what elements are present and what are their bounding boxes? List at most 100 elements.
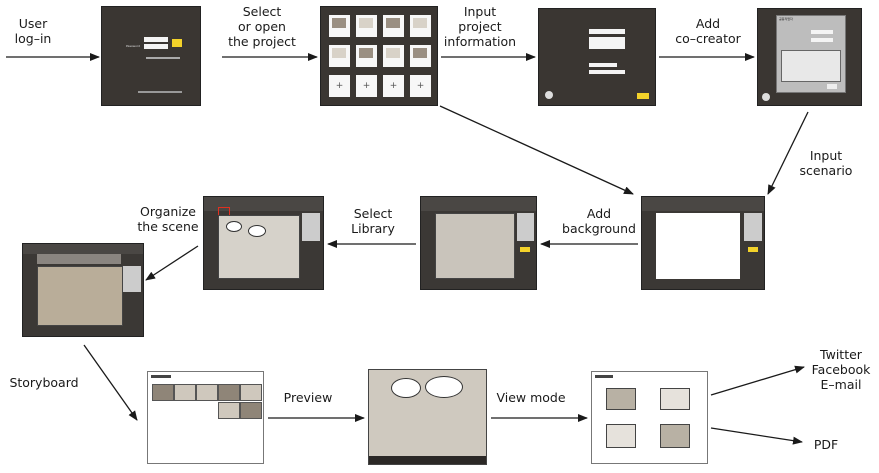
view-thumbnail[interactable] <box>606 388 636 410</box>
people-icon <box>762 93 770 101</box>
arranged-scene-canvas <box>37 266 123 326</box>
arrow-viewmode-to-share <box>710 365 805 396</box>
arrow-project-select-to-editor <box>439 105 634 195</box>
label-input-scenario: Input scenario <box>799 148 853 178</box>
view-mode-screen <box>591 371 708 464</box>
project-tile[interactable] <box>329 45 350 67</box>
arrow-organize-to-storyboard <box>83 344 138 421</box>
project-info-screen <box>538 8 656 106</box>
label-organize-scene: Organize the scene <box>137 204 199 234</box>
editor-accent-button[interactable] <box>748 247 758 252</box>
caption-bar <box>369 456 486 464</box>
project-select-screen: + + + + <box>320 6 438 106</box>
editor-side-panel <box>123 266 141 292</box>
editor-toolbar <box>23 244 143 254</box>
storyboard-frame[interactable] <box>218 402 240 419</box>
cocreator-dialog-title: 공동작업자 <box>779 17 793 21</box>
storyboard-screen <box>147 371 264 464</box>
project-tile[interactable] <box>356 15 377 37</box>
login-screen: Password <box>101 6 201 106</box>
editor-toolbar <box>642 197 764 211</box>
view-thumbnail[interactable] <box>660 424 690 448</box>
editor-toolbar <box>204 197 323 211</box>
editor-accent-button[interactable] <box>520 247 530 252</box>
cocreator-email-field[interactable] <box>811 38 833 42</box>
arrow-library-to-organize <box>145 245 199 281</box>
label-add-background: Add background <box>562 206 636 236</box>
login-button[interactable] <box>172 39 182 47</box>
project-tile[interactable] <box>356 45 377 67</box>
view-mode-title <box>595 375 613 378</box>
label-view-mode: View mode <box>496 390 566 405</box>
hospital-room-background <box>435 213 515 279</box>
project-desc-field[interactable] <box>589 37 625 49</box>
project-tile[interactable] <box>410 15 431 37</box>
storyboard-frame[interactable] <box>152 384 174 401</box>
label-add-cocreator: Add co–creator <box>675 16 741 46</box>
cocreator-name-field[interactable] <box>811 30 833 34</box>
editor-side-panel <box>744 213 762 241</box>
arrow-cocreator-to-scenario <box>767 111 809 195</box>
preview-screen <box>368 369 487 465</box>
project-thumbnail <box>332 48 346 58</box>
editor-canvas <box>656 213 740 279</box>
cocreator-ok-button[interactable] <box>827 84 837 89</box>
new-project-tile[interactable]: + <box>383 75 404 97</box>
storyboard-frame[interactable] <box>240 384 262 401</box>
arrow-viewmode-to-pdf <box>710 427 803 445</box>
organize-scene-screen <box>22 243 144 337</box>
project-tile[interactable] <box>410 45 431 67</box>
project-thumbnail <box>386 18 400 28</box>
project-tile[interactable] <box>383 45 404 67</box>
project-title-field[interactable] <box>589 29 625 34</box>
storyboard-title <box>151 375 171 378</box>
label-select-open-project: Select or open the project <box>228 4 296 49</box>
editor-side-panel <box>302 213 320 241</box>
project-thumbnail <box>413 48 427 58</box>
storyboard-frame[interactable] <box>196 384 218 401</box>
view-thumbnail[interactable] <box>606 424 636 448</box>
cocreator-dialog: 공동작업자 <box>776 15 846 93</box>
label-user-login: User log–in <box>14 16 52 46</box>
label-select-library: Select Library <box>351 206 395 236</box>
new-project-tile[interactable]: + <box>410 75 431 97</box>
editor-side-panel <box>517 213 534 241</box>
people-icon <box>545 91 553 99</box>
label-share-targets: Twitter Facebook E–mail <box>811 347 871 392</box>
project-thumbnail <box>332 18 346 28</box>
storyboard-frame[interactable] <box>218 384 240 401</box>
speech-bubble <box>226 221 242 232</box>
project-tag-field[interactable] <box>589 70 625 74</box>
scenario-editor-screen <box>641 196 765 290</box>
speech-bubble <box>248 225 266 237</box>
library-thumbnail-strip <box>37 254 121 264</box>
storyboard-frame[interactable] <box>240 402 262 419</box>
storyboard-frame[interactable] <box>174 384 196 401</box>
label-storyboard: Storyboard <box>9 375 79 390</box>
library-editor-screen <box>203 196 324 290</box>
editor-toolbar <box>421 197 536 211</box>
project-tile[interactable] <box>329 15 350 37</box>
speech-bubble <box>391 378 421 398</box>
new-project-tile[interactable]: + <box>329 75 350 97</box>
project-tile[interactable] <box>383 15 404 37</box>
project-thumbnail <box>386 48 400 58</box>
new-project-tile[interactable]: + <box>356 75 377 97</box>
cocreator-table <box>781 50 841 82</box>
project-category-field[interactable] <box>589 63 617 67</box>
project-thumbnail <box>359 18 373 28</box>
view-thumbnail[interactable] <box>660 388 690 410</box>
password-field[interactable] <box>144 44 168 49</box>
id-field[interactable] <box>144 37 168 42</box>
project-thumbnail <box>359 48 373 58</box>
project-next-button[interactable] <box>637 93 649 99</box>
label-input-project-info: Input project information <box>443 4 517 49</box>
label-preview: Preview <box>283 390 333 405</box>
project-thumbnail <box>413 18 427 28</box>
password-label: Password <box>126 44 141 48</box>
label-pdf: PDF <box>813 437 839 452</box>
login-footer-links <box>138 91 182 93</box>
cocreator-screen: 공동작업자 <box>757 8 862 106</box>
